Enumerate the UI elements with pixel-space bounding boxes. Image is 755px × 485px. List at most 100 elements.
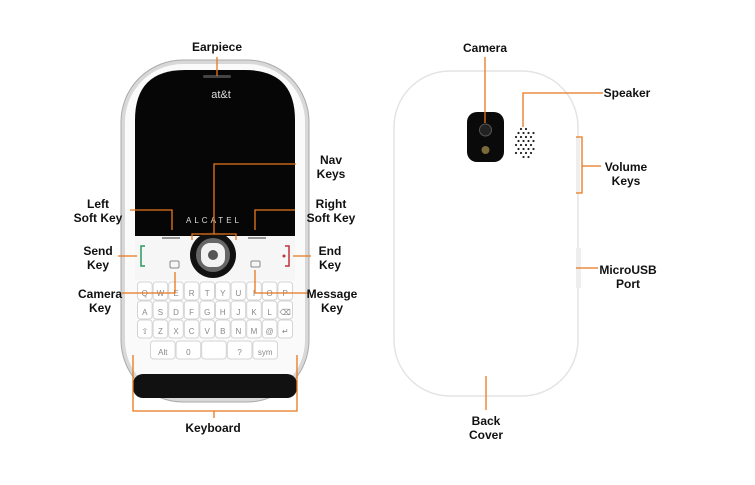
key xyxy=(261,281,278,301)
speaker-hole xyxy=(519,135,523,139)
key xyxy=(168,281,184,301)
key xyxy=(152,281,169,301)
key xyxy=(183,319,200,339)
key-label: C xyxy=(189,327,195,336)
speaker-hole xyxy=(524,143,528,147)
key-label: T xyxy=(205,289,210,298)
label-text: Keyboard xyxy=(185,421,241,435)
key-label: H xyxy=(220,308,226,317)
key xyxy=(183,281,200,301)
label-text: Left xyxy=(87,197,109,211)
key xyxy=(215,319,231,339)
label-text: Port xyxy=(616,277,640,291)
key xyxy=(137,319,153,339)
key xyxy=(261,300,278,320)
label-text: Cover xyxy=(468,428,504,442)
speaker-hole xyxy=(527,155,530,159)
key-label: N xyxy=(236,327,242,336)
key xyxy=(230,281,247,301)
key xyxy=(199,300,215,320)
key xyxy=(199,281,215,301)
key xyxy=(252,340,278,360)
screen-bezel xyxy=(135,70,295,236)
label-text: Send xyxy=(83,244,113,258)
label-text: Key xyxy=(318,258,342,272)
speaker-hole xyxy=(522,131,525,135)
label-text: MicroUSB xyxy=(599,263,657,277)
key-label: B xyxy=(220,327,225,336)
key xyxy=(246,281,262,301)
key xyxy=(226,340,253,360)
send-key xyxy=(140,245,145,267)
key xyxy=(277,319,293,339)
label-text: Earpiece xyxy=(191,40,243,54)
speaker-hole xyxy=(524,127,528,131)
camera-module xyxy=(467,112,504,162)
key xyxy=(261,319,278,339)
key xyxy=(230,319,247,339)
earpiece-slot xyxy=(203,75,231,78)
key-label: X xyxy=(173,327,179,336)
key xyxy=(277,300,293,320)
key xyxy=(152,319,169,339)
key-label: Z xyxy=(158,327,163,336)
label-text: Speaker xyxy=(603,86,651,100)
key xyxy=(137,281,153,301)
label-text: Keys xyxy=(316,167,346,181)
key xyxy=(168,319,184,339)
callout-lines xyxy=(118,57,603,418)
label-keyboard: Keyboard xyxy=(185,421,240,435)
speaker-hole xyxy=(529,135,533,139)
callout-right-soft-key xyxy=(254,209,295,230)
flash xyxy=(481,146,490,154)
key-label: M xyxy=(251,327,258,336)
key-label: ? xyxy=(237,348,242,357)
speaker-hole xyxy=(514,143,518,147)
label-text: Right xyxy=(315,197,347,211)
key xyxy=(150,340,176,360)
key-label: L xyxy=(267,308,272,317)
speaker-hole xyxy=(527,147,530,151)
back-phone xyxy=(393,70,581,397)
callout-left-soft-key xyxy=(130,209,173,230)
speaker-hole xyxy=(529,143,533,147)
speaker-hole xyxy=(522,139,525,143)
label-camera: Camera xyxy=(463,41,507,55)
camera-lens xyxy=(479,123,492,137)
key xyxy=(201,340,227,360)
key-label: @ xyxy=(266,327,274,336)
label-text: Key xyxy=(88,301,111,315)
label-text: Volume xyxy=(604,160,648,174)
key-label: 0 xyxy=(186,348,191,357)
key xyxy=(277,281,293,301)
camera-key xyxy=(169,260,180,269)
key-label: sym xyxy=(258,348,273,357)
callout-nav-keys xyxy=(191,163,296,240)
speaker-hole xyxy=(519,127,523,131)
key xyxy=(168,300,184,320)
key-label: ↵ xyxy=(282,327,289,336)
key-label: U xyxy=(236,289,242,298)
speaker-hole xyxy=(517,131,520,135)
key-label: G xyxy=(204,308,210,317)
key-label: V xyxy=(205,327,211,336)
speaker-hole xyxy=(522,155,525,159)
key xyxy=(246,300,262,320)
speaker-hole xyxy=(517,147,520,151)
message-key xyxy=(250,260,261,268)
label-text: Soft Key xyxy=(73,211,123,225)
key-label: J xyxy=(236,308,240,317)
speaker-hole xyxy=(524,151,528,155)
key-label: I xyxy=(253,289,255,298)
key-label: R xyxy=(189,289,195,298)
